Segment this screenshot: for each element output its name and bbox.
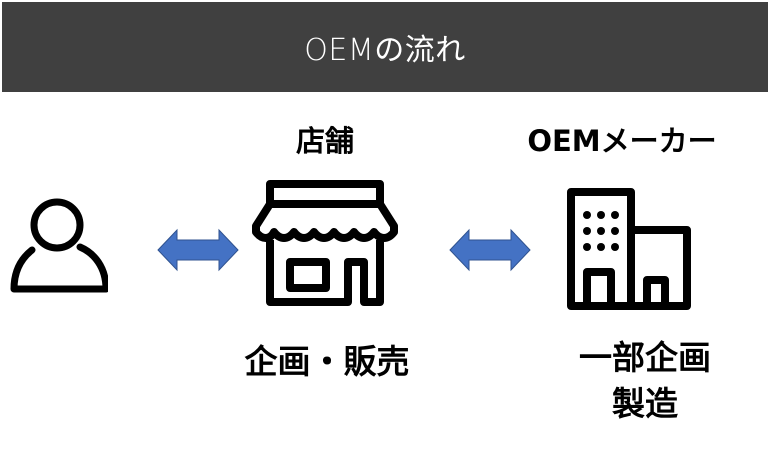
store-role-label: 企画・販売 <box>244 342 410 381</box>
bidirectional-arrow-icon <box>449 228 531 272</box>
oem-maker-label: OEMメーカー <box>527 124 717 158</box>
oem-maker-role-line1: 一部企画 <box>579 338 711 377</box>
bidirectional-arrow-icon <box>157 228 239 272</box>
diagram-title: OEMの流れ <box>304 33 466 68</box>
building-icon <box>567 188 691 310</box>
title-banner: OEMの流れ <box>2 2 768 92</box>
store-label: 店舗 <box>295 124 354 158</box>
oem-maker-role-label: 一部企画 製造 <box>550 335 740 427</box>
oem-maker-role-line2: 製造 <box>612 384 678 423</box>
person-icon <box>10 198 108 293</box>
storefront-icon <box>252 180 398 306</box>
